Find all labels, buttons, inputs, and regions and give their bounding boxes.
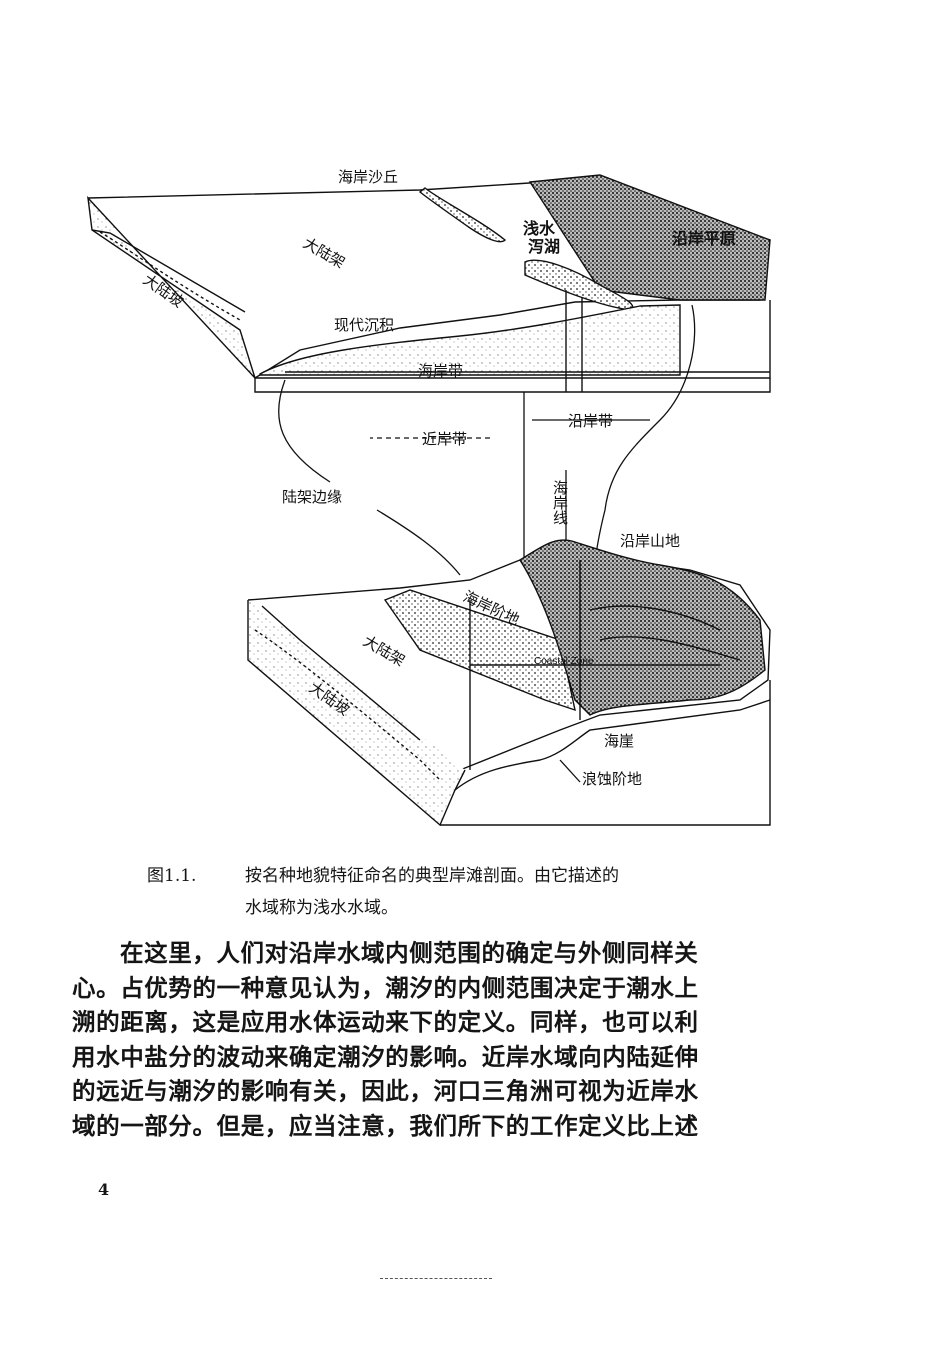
label-shelf-edge: 陆架边缘 [282, 488, 342, 506]
body-line-2: 心。占优势的一种意见认为，潮汐的内侧范围决定于潮水上 [72, 973, 699, 1002]
label-coastal-belt: 沿岸带 [568, 412, 613, 430]
body-line-1: 在这里，人们对沿岸水域内侧范围的确定与外侧同样关 [120, 939, 699, 967]
label-shore-zone: 海岸带 [418, 362, 463, 380]
label-coastal-plain: 沿岸平原 [672, 229, 736, 248]
label-shoreline: 海岸线 [551, 480, 569, 525]
label-shallow-lagoon-2: 泻湖 [528, 237, 560, 256]
label-shallow-lagoon-1: 浅水 [523, 219, 556, 238]
bottom-block-diagram [247, 539, 771, 827]
caption-line-2: 水域称为浅水水域。 [245, 898, 398, 918]
footer-rule [380, 1278, 492, 1280]
body-line-6: 域的一部分。但是，应当注意，我们所下的工作定义比上述 [72, 1111, 699, 1140]
label-sea-cliff: 海崖 [604, 732, 634, 750]
label-modern-sediment: 现代沉积 [334, 316, 394, 334]
label-nearshore-zone: 近岸带 [422, 430, 467, 448]
caption-number: 图1.1. [147, 866, 197, 886]
body-line-5: 的远近与潮汐的影响有关，因此，河口三角洲可视为近岸水 [72, 1077, 699, 1105]
coastal-profile-figure: 海岸沙丘 浅水 泻湖 沿岸平原 大陆架 大陆坡 现代沉积 海岸带 近岸带 沿岸带… [87, 168, 771, 827]
body-paragraph: 在这里，人们对沿岸水域内侧范围的确定与外侧同样关 心。占优势的一种意见认为，潮汐… [72, 936, 808, 1143]
page-number: 4 [98, 1180, 110, 1199]
label-wave-cut-terrace: 浪蚀阶地 [582, 770, 642, 788]
figure-caption: 图1.1. 按名种地貌特征命名的典型岸滩剖面。由它描述的 水域称为浅水水域。 [147, 860, 807, 924]
label-coastal-zone-en: Coastal Zone [534, 656, 594, 667]
body-line-4: 用水中盐分的波动来确定潮汐的影响。近岸水域向内陆延伸 [72, 1042, 699, 1071]
label-coastal-dune: 海岸沙丘 [338, 168, 398, 186]
label-coastal-mountain: 沿岸山地 [620, 532, 680, 550]
caption-line-1: 按名种地貌特征命名的典型岸滩剖面。由它描述的 [245, 866, 619, 886]
top-block-diagram [87, 174, 771, 393]
body-line-3: 溯的距离，这是应用水体运动来下的定义。同样，也可以利 [72, 1008, 699, 1036]
